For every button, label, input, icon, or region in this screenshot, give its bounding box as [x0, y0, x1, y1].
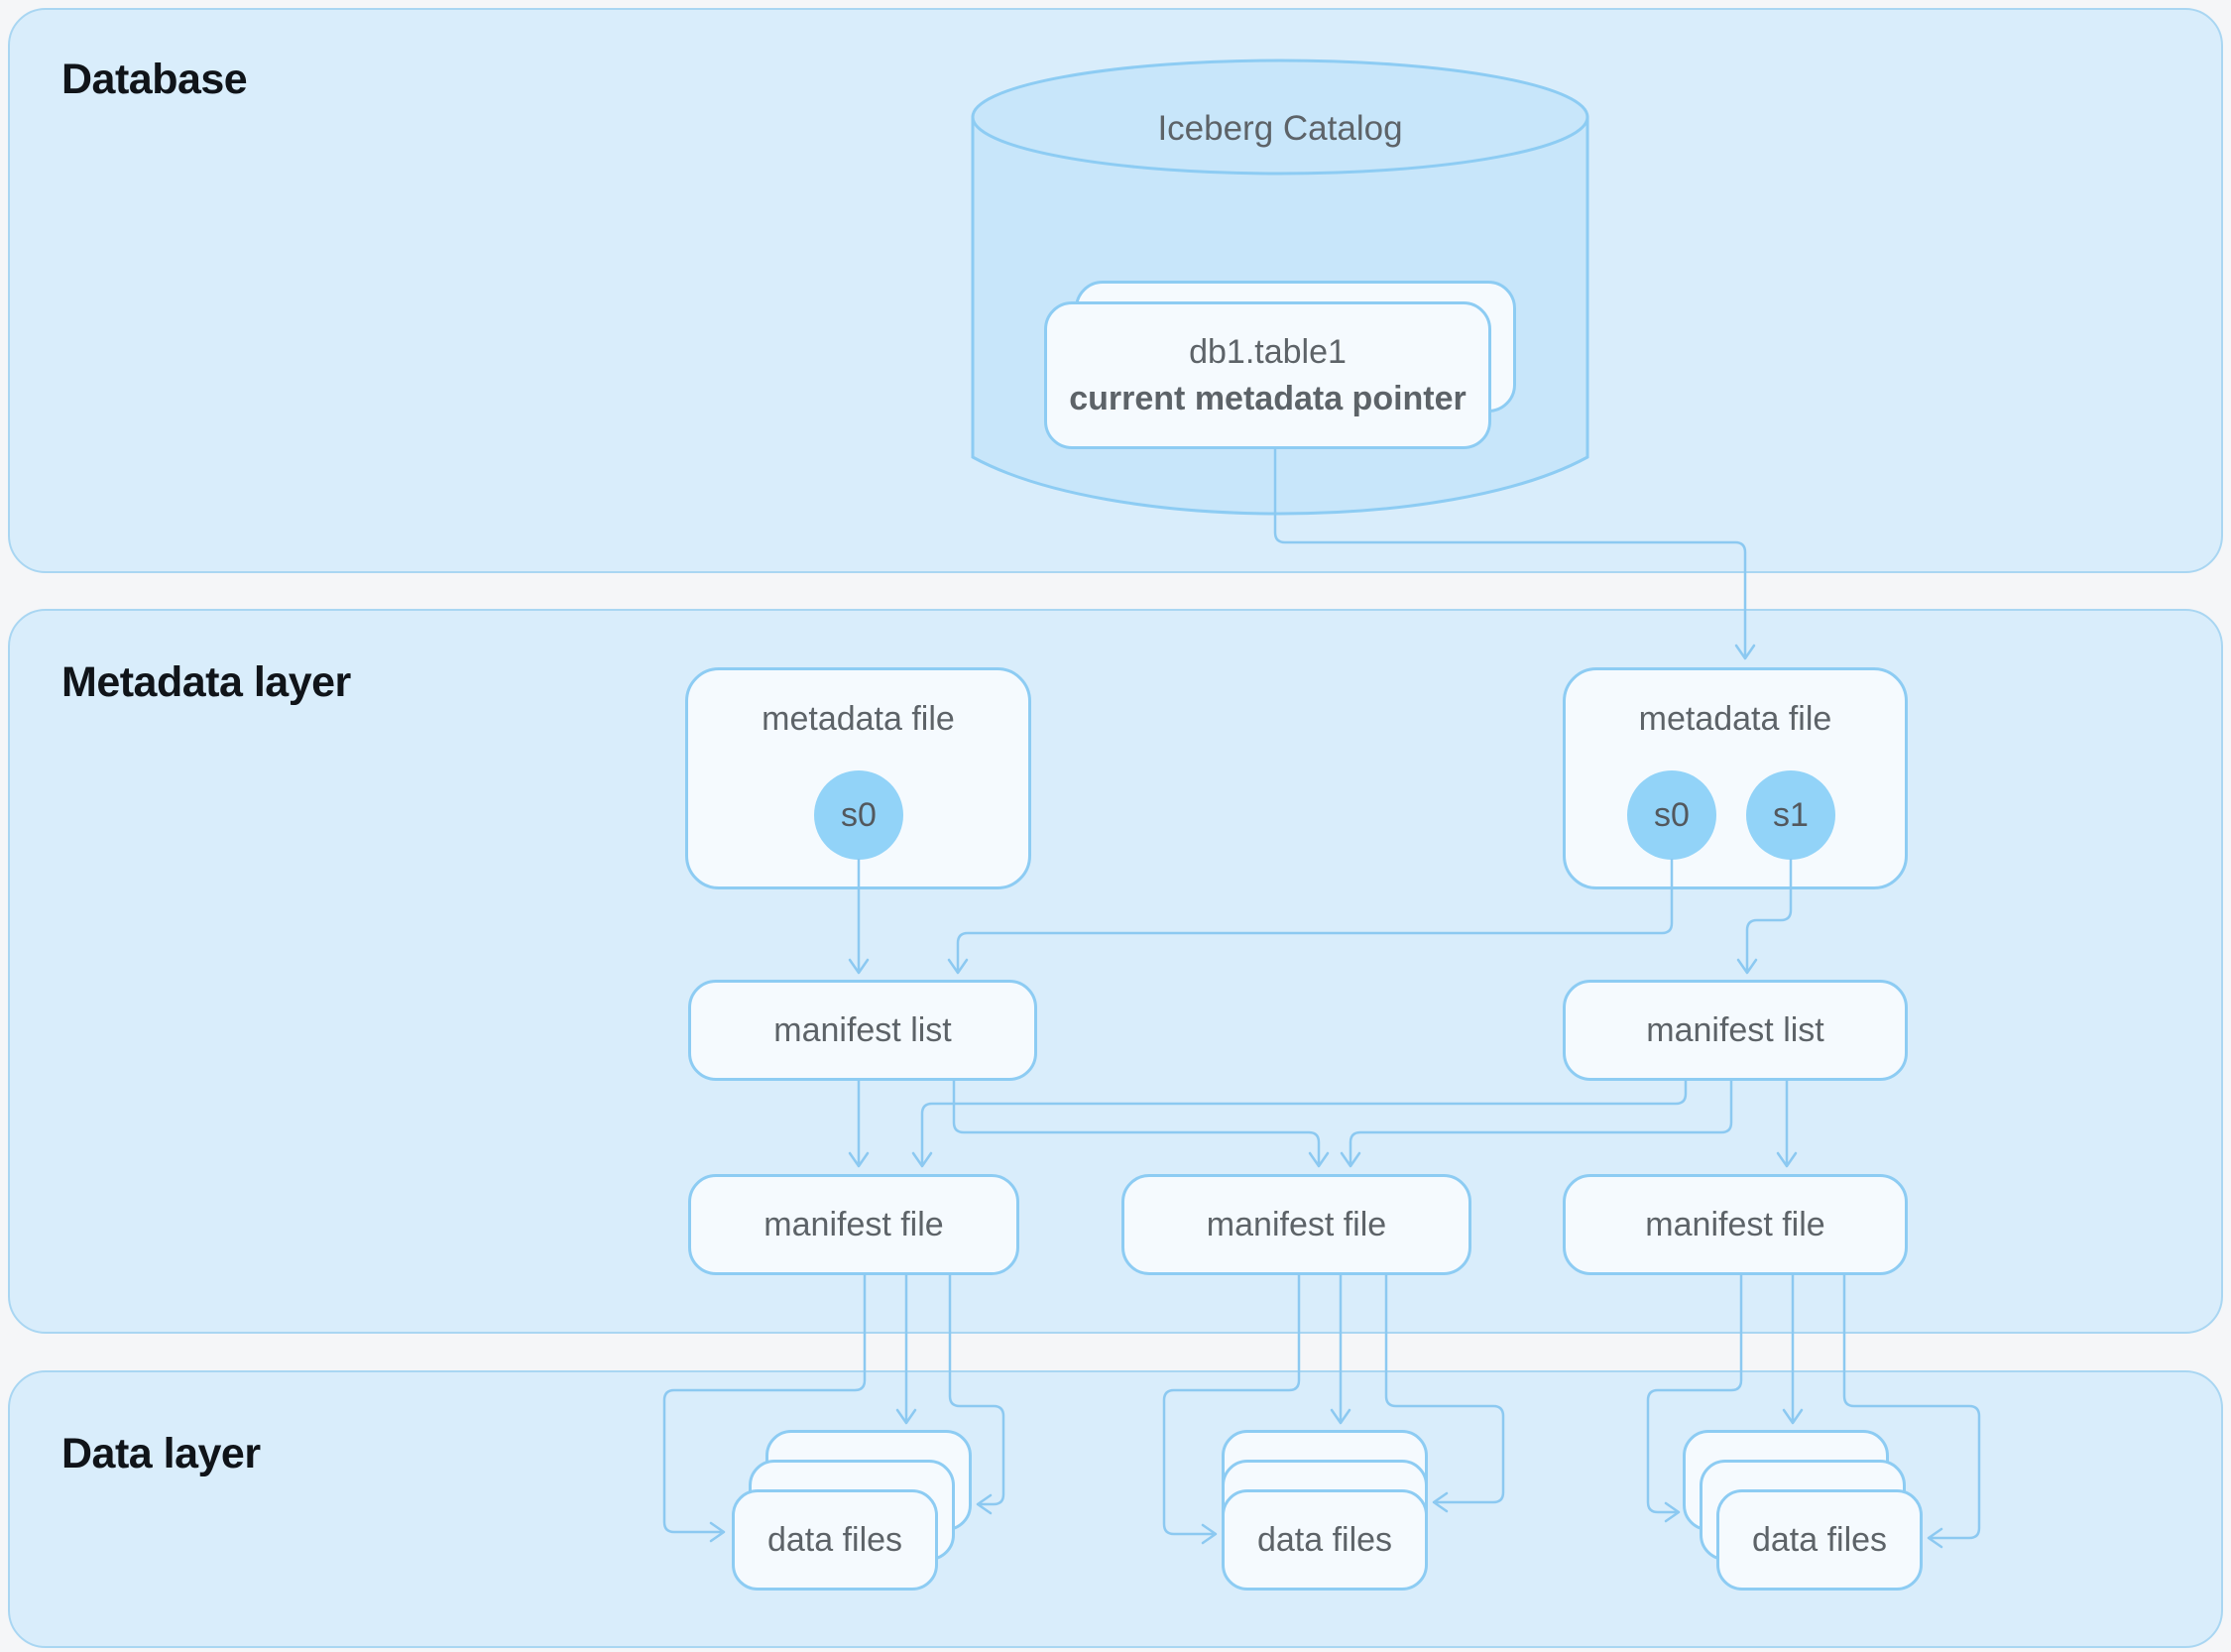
- panel-label-database: Database: [61, 56, 248, 103]
- panel-label-metadata-layer: Metadata layer: [61, 658, 351, 706]
- metadata-file-label: metadata file: [762, 700, 955, 738]
- data-files-label: data files: [1256, 1520, 1393, 1559]
- data-files-label: data files: [1751, 1520, 1888, 1559]
- manifest-file-label: manifest file: [1206, 1205, 1387, 1243]
- snapshot-circle-s0-file2: s0: [1627, 770, 1716, 860]
- data-files-stack-3: data files: [1716, 1489, 1923, 1591]
- manifest-file-label: manifest file: [763, 1205, 944, 1243]
- catalog-table-card: db1.table1 current metadata pointer: [1044, 301, 1491, 449]
- iceberg-catalog-title: Iceberg Catalog: [1157, 109, 1403, 148]
- manifest-file-box-3: manifest file: [1563, 1174, 1908, 1275]
- manifest-file-box-2: manifest file: [1121, 1174, 1471, 1275]
- manifest-list-box-1: manifest list: [688, 980, 1037, 1081]
- panel-label-data-layer: Data layer: [61, 1430, 261, 1477]
- metadata-file-box-2: metadata file: [1563, 667, 1908, 889]
- catalog-table-name: db1.table1: [1189, 332, 1347, 371]
- manifest-file-box-1: manifest file: [688, 1174, 1019, 1275]
- manifest-file-label: manifest file: [1645, 1205, 1825, 1243]
- catalog-metadata-pointer-label: current metadata pointer: [1069, 379, 1467, 417]
- snapshot-circle-s1-file2: s1: [1746, 770, 1835, 860]
- manifest-list-label: manifest list: [1646, 1010, 1824, 1049]
- manifest-list-box-2: manifest list: [1563, 980, 1908, 1081]
- snapshot-circle-s0-file1: s0: [814, 770, 903, 860]
- manifest-list-label: manifest list: [773, 1010, 952, 1049]
- data-files-stack-2: data files: [1222, 1489, 1428, 1591]
- metadata-file-label: metadata file: [1638, 700, 1832, 738]
- data-files-stack-1: data files: [732, 1489, 938, 1591]
- data-files-label: data files: [766, 1520, 903, 1559]
